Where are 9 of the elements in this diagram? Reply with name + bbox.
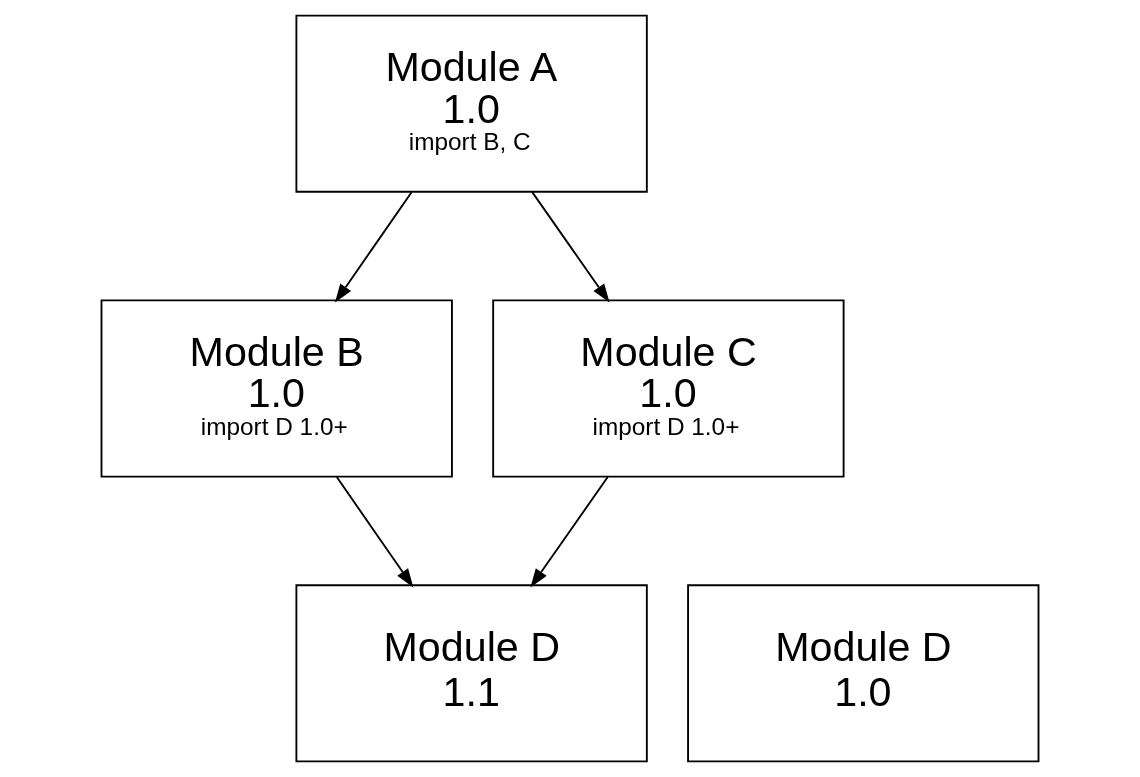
node-box: Module B 1.0 import D 1.0+ xyxy=(100,299,453,478)
arrow xyxy=(335,476,414,588)
node-box: Module C 1.0 import D 1.0+ xyxy=(492,299,845,478)
arrow xyxy=(531,191,610,303)
arrow xyxy=(334,191,413,303)
node-box: Module D 1.1 xyxy=(295,584,648,763)
node-box: Module D 1.0 xyxy=(687,584,1040,763)
node-box: Module A 1.0 import B, C xyxy=(295,14,648,193)
arrow xyxy=(530,476,609,588)
